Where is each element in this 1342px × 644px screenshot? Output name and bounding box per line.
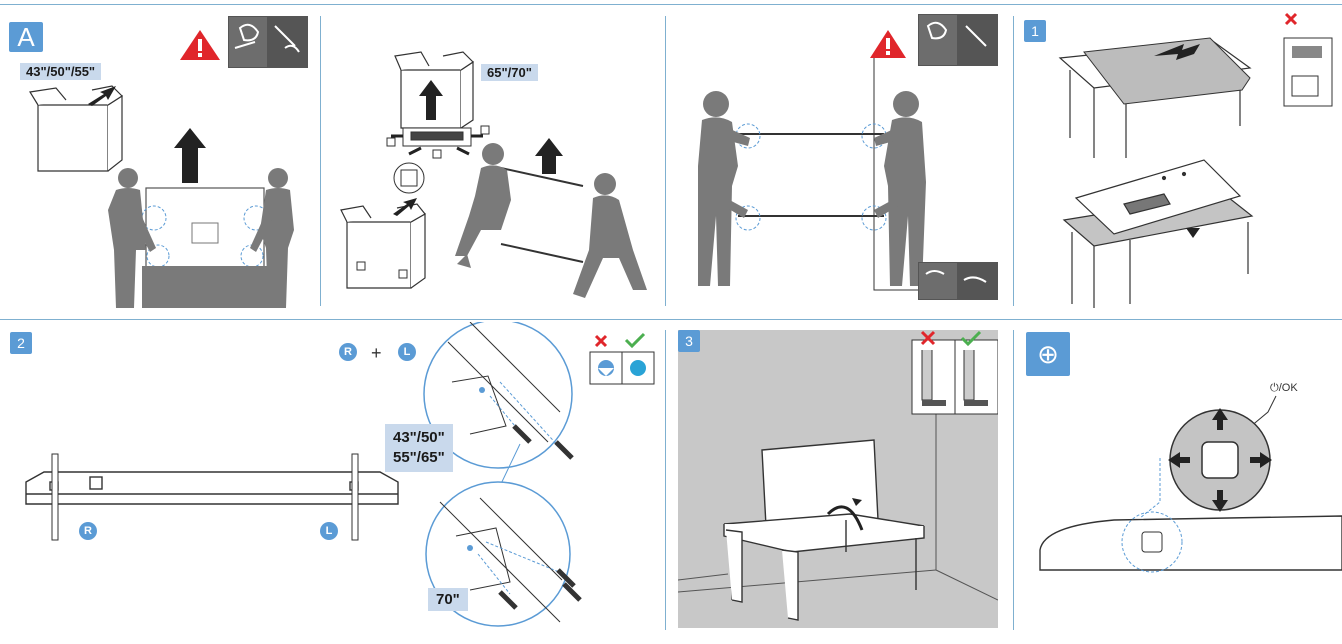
person-kneel-left — [455, 143, 511, 268]
person-kneel-right — [573, 173, 647, 298]
screw-size-line-2: 55"/65" — [393, 449, 445, 466]
person-left — [108, 168, 156, 308]
check-icon — [624, 332, 646, 349]
joystick-center — [1201, 441, 1239, 479]
screw-size-chip-upper: 43"/50" 55"/65" — [385, 424, 453, 472]
table-with-tv — [723, 439, 925, 621]
check-icon — [960, 330, 982, 347]
step-2-illustration — [25, 322, 655, 627]
panel-step-1: 1 — [1014, 8, 1342, 308]
cross-icon — [920, 330, 936, 346]
top-divider — [0, 4, 1342, 5]
panel-step-2: 2 R + L R L — [0, 322, 665, 644]
alignment-card — [911, 330, 998, 415]
stand-leg-left — [351, 453, 359, 541]
step-3-badge: 3 — [678, 330, 700, 352]
arrow-up-big — [174, 128, 206, 183]
divider-4 — [665, 330, 666, 630]
arrow-lift-small — [88, 86, 116, 106]
screw-size-chip-70: 70" — [428, 588, 468, 611]
panel-carry — [666, 8, 1013, 308]
panel-unbox-large: 65"/70" — [321, 8, 665, 308]
step-1-illustration — [1058, 12, 1333, 308]
stand-left-icon: L — [398, 343, 416, 361]
joystick-illustration — [1039, 395, 1342, 573]
unbox-small-illustration — [29, 16, 308, 308]
cross-icon — [594, 334, 608, 348]
cross-icon — [1284, 12, 1298, 26]
step-2-badge: 2 — [10, 332, 32, 354]
no-screws-card — [1283, 12, 1333, 107]
zoom-screw-upper — [423, 322, 574, 469]
box-small — [29, 85, 123, 172]
panel-joystick: ⊕ ⏻/OK — [1014, 322, 1342, 644]
arrow-lay — [1154, 44, 1200, 60]
size-chip-small: 43"/50"/55" — [20, 63, 102, 80]
hands-warning-icon — [228, 16, 308, 68]
screw-size-line-1: 43"/50" — [393, 429, 445, 446]
tv-back — [145, 187, 265, 269]
step-1-badge: 1 — [1024, 20, 1046, 42]
power-ok-label: ⏻/OK — [1270, 382, 1298, 394]
stand-left-label: L — [320, 522, 338, 540]
panel-step-3: 3 — [678, 330, 998, 628]
stand-right-label: R — [79, 522, 97, 540]
warning-icon-carry — [870, 30, 906, 58]
joystick-icon: ⊕ — [1026, 332, 1070, 376]
person-carry-right — [874, 91, 926, 286]
size-chip-large: 65"/70" — [481, 64, 538, 81]
step-a-badge: A — [9, 22, 43, 52]
divider-3 — [1013, 16, 1014, 306]
divider-5 — [1013, 330, 1014, 630]
unbox-large-illustration — [340, 51, 647, 298]
stand-leg-right — [51, 453, 59, 541]
plus-sign: + — [371, 343, 382, 363]
person-right — [250, 168, 294, 308]
warning-icon — [180, 30, 220, 60]
tv-bottom — [1039, 515, 1342, 571]
panel-unbox-small: A 43"/50"/55" — [0, 8, 320, 308]
stand-right-icon: R — [339, 343, 357, 361]
step-3-illustration — [678, 330, 998, 621]
box-large-base — [402, 127, 472, 147]
person-carry-left — [698, 91, 750, 286]
carry-illustration — [698, 14, 998, 300]
middle-divider — [0, 319, 1342, 320]
divider-2 — [665, 16, 666, 306]
divider-1 — [320, 16, 321, 306]
box-bottom-left — [340, 203, 426, 289]
tv-lying — [25, 471, 399, 505]
stand-direction-card — [589, 332, 655, 385]
tv-on-table — [1062, 159, 1254, 308]
